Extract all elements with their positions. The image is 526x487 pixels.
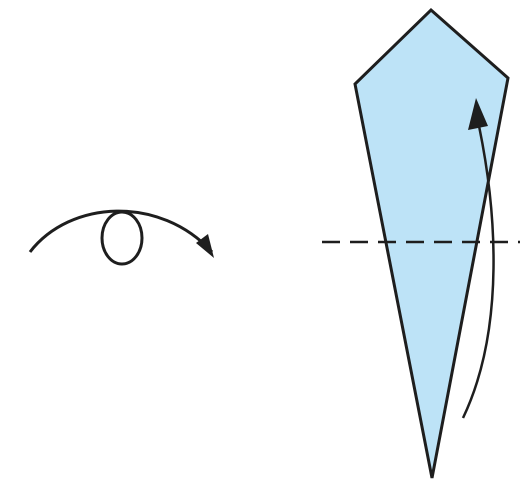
turn-over-arc [28, 209, 214, 254]
turn-over-icon [28, 209, 214, 266]
paper-shape [353, 7, 510, 479]
fold-up-arrowhead [468, 98, 488, 130]
turn-over-arrowhead [196, 234, 214, 258]
fold-up-arrow-curve [461, 111, 495, 419]
fold-up-arrow-icon [461, 98, 495, 419]
turn-over-loop [100, 210, 144, 266]
